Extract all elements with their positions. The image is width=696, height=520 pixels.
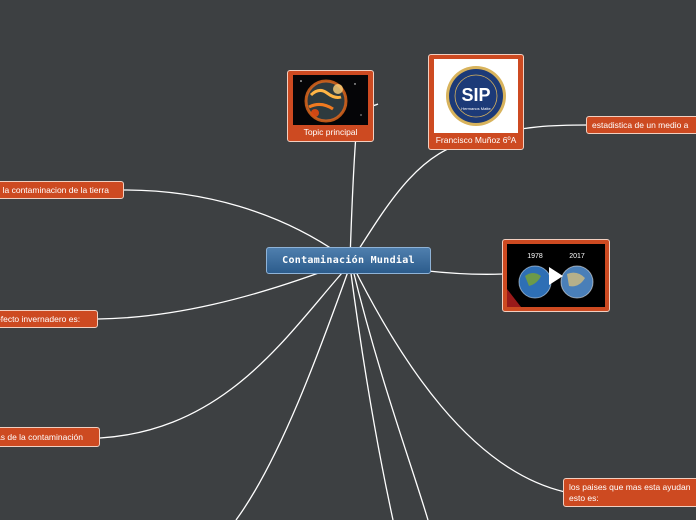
contaminacion-tierra-label: s la contaminacion de la tierra (0, 185, 109, 195)
paises-label-line2: esto es: (569, 493, 599, 503)
sip-logo-text: SIP (461, 85, 490, 105)
connector-paises (351, 263, 566, 493)
efecto-invernadero-node[interactable]: efecto invernadero es: (0, 310, 98, 328)
causas-label: as de la contaminación (0, 432, 83, 442)
paises-node[interactable]: los paises que mas esta ayudan esto es: (563, 478, 696, 507)
connector-bottom-right (351, 265, 429, 520)
estadistica-node[interactable]: estadistica de un medio a (586, 116, 696, 134)
connector-bottom-mid (349, 265, 394, 520)
topic-principal-caption: Topic principal (303, 127, 358, 137)
earth-on-fire-image (293, 75, 368, 125)
estadistica-label: estadistica de un medio a (592, 120, 689, 130)
connector-efecto-invernadero (97, 261, 349, 320)
sip-caption: Francisco Muñoz 6ºA (435, 135, 517, 145)
earth-comparison-video: 1978 2017 (507, 244, 605, 307)
connector-bottom-left (235, 265, 351, 520)
sip-school-logo: SIP Hermanos Matte (434, 59, 518, 133)
central-topic[interactable]: Contaminación Mundial (266, 247, 431, 274)
connector-causas (99, 263, 351, 439)
year-right: 2017 (569, 253, 585, 260)
sip-logo-subtext: Hermanos Matte (461, 106, 491, 111)
efecto-invernadero-label: efecto invernadero es: (0, 314, 81, 324)
topic-principal-node[interactable]: Topic principal (287, 70, 374, 142)
sip-node[interactable]: SIP Hermanos Matte Francisco Muñoz 6ºA (428, 54, 524, 150)
video-node[interactable]: 1978 2017 (502, 239, 610, 312)
paises-label-line1: los paises que mas esta ayudan (569, 482, 691, 492)
play-icon[interactable] (547, 265, 565, 287)
year-left: 1978 (527, 253, 543, 260)
causas-node[interactable]: as de la contaminación (0, 427, 100, 447)
connector-contaminacion-tierra (123, 189, 349, 261)
connector-sip (351, 139, 476, 261)
contaminacion-tierra-node[interactable]: s la contaminacion de la tierra (0, 181, 124, 199)
central-topic-label: Contaminación Mundial (282, 255, 415, 266)
